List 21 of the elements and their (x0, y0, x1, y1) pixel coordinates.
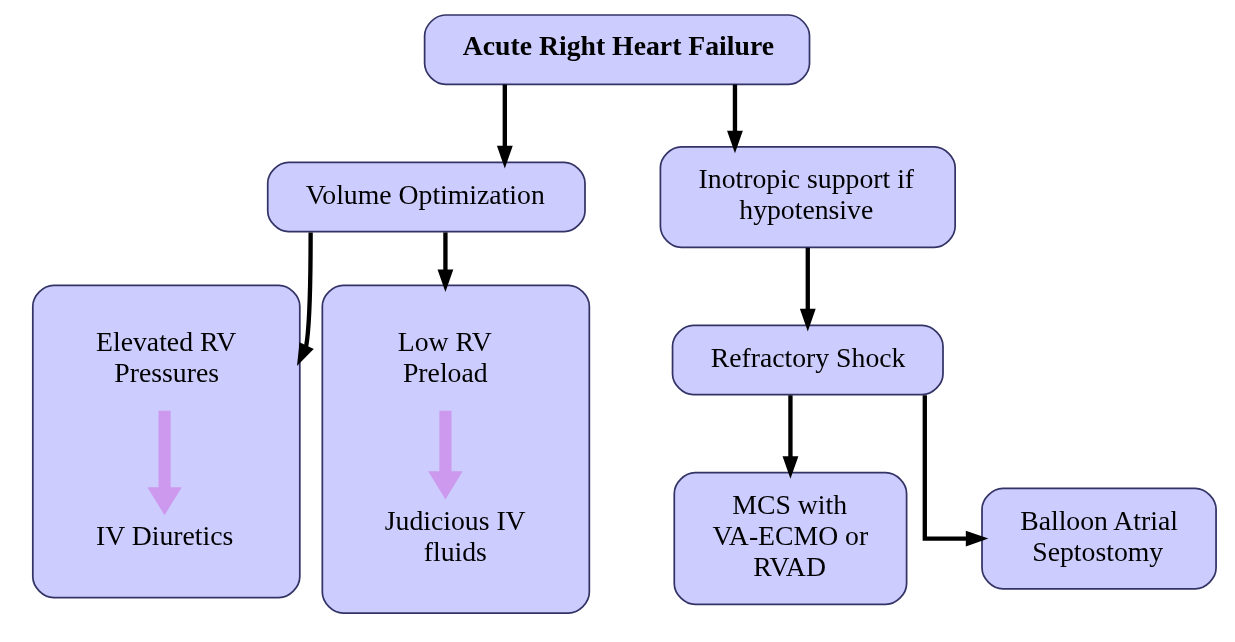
arrow (297, 232, 314, 366)
node-text: Elevated RV Pressures (96, 325, 237, 389)
arrow (727, 84, 743, 154)
arrow (147, 410, 182, 516)
arrow (922, 395, 989, 547)
node-box: Volume Optimization (266, 161, 586, 233)
node-box: Acute Right Heart Failure (423, 14, 811, 86)
node-text: Judicious IV fluids (384, 504, 526, 567)
node-text: IV Diuretics (96, 520, 234, 552)
node-text: Low RV Preload (397, 325, 492, 389)
node-box: Balloon Atrial Septostomy (981, 487, 1217, 590)
cluster (31, 284, 301, 599)
node-box: MCS with VA-ECMO or RVAD (673, 471, 908, 606)
node-box: Refractory Shock (671, 324, 944, 396)
arrow (428, 410, 463, 500)
arrow (437, 232, 454, 292)
arrow (782, 395, 799, 479)
node-box: Inotropic support if hypotensive (659, 145, 956, 249)
arrow (496, 84, 513, 169)
arrow (799, 247, 816, 332)
cluster (321, 284, 591, 614)
